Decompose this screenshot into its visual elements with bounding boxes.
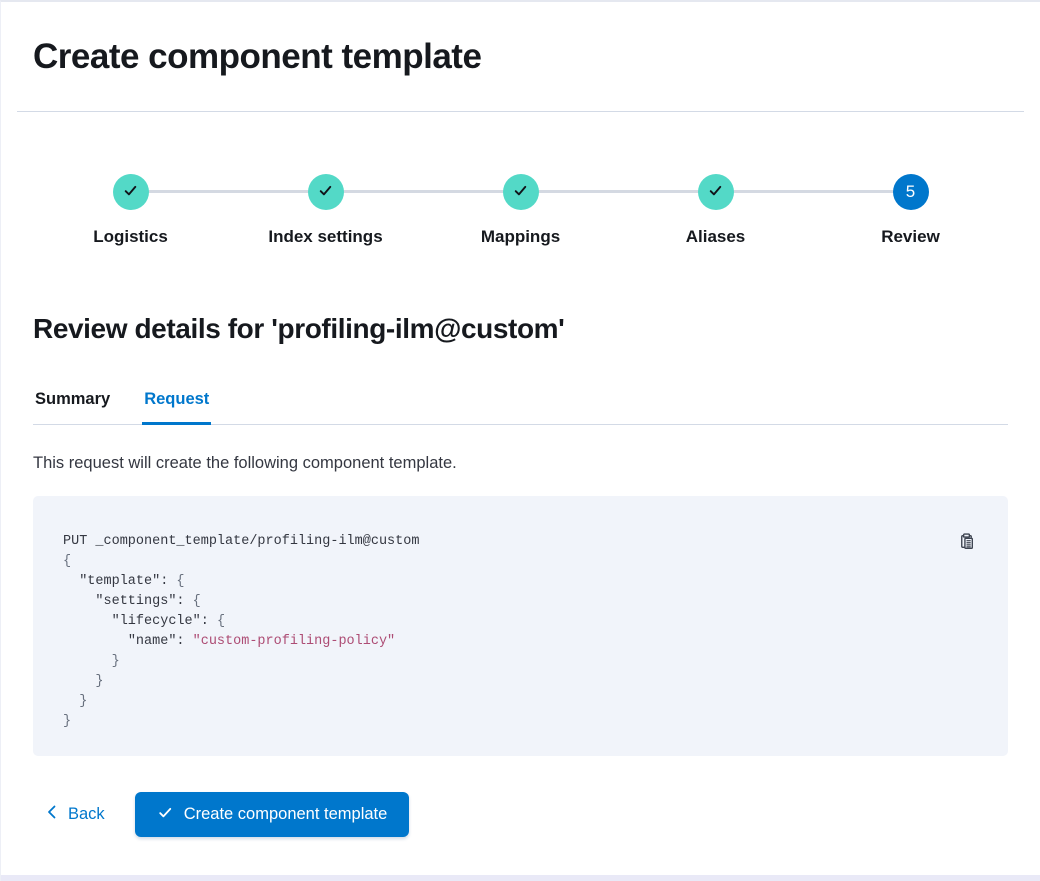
copy-to-clipboard-button[interactable] bbox=[955, 530, 978, 553]
step-index-settings[interactable]: Index settings bbox=[228, 174, 423, 256]
step-review-number: 5 bbox=[905, 182, 916, 201]
review-tabs: Summary Request bbox=[33, 390, 1008, 425]
step-aliases-circle bbox=[697, 174, 734, 210]
page-title: Create component template bbox=[33, 37, 482, 76]
copy-clipboard-icon bbox=[957, 533, 976, 554]
step-mappings[interactable]: Mappings bbox=[423, 174, 618, 256]
step-review[interactable]: 5 Review bbox=[813, 174, 1008, 256]
back-button-label: Back bbox=[68, 805, 105, 823]
step-review-label: Review bbox=[881, 227, 940, 246]
create-component-template-button-label: Create component template bbox=[183, 805, 388, 823]
bottom-edge-strip bbox=[1, 875, 1040, 881]
request-code: PUT _component_template/profiling-ilm@cu… bbox=[63, 534, 420, 729]
step-aliases-label: Aliases bbox=[685, 227, 746, 246]
check-icon bbox=[157, 804, 174, 826]
request-description: This request will create the following c… bbox=[33, 454, 457, 472]
step-review-circle: 5 bbox=[892, 174, 929, 210]
request-code-block: PUT _component_template/profiling-ilm@cu… bbox=[33, 496, 1008, 756]
check-icon bbox=[512, 182, 529, 202]
footer-actions: Back Create component template bbox=[33, 792, 1008, 837]
header-divider bbox=[17, 111, 1024, 112]
wizard-step-progress: Logistics Index settings Mappings bbox=[1, 174, 1040, 256]
check-icon bbox=[707, 182, 724, 202]
tab-request[interactable]: Request bbox=[142, 390, 212, 425]
check-icon bbox=[122, 182, 139, 202]
back-button[interactable]: Back bbox=[33, 793, 119, 837]
step-logistics-circle bbox=[112, 174, 149, 210]
review-heading: Review details for 'profiling-ilm@custom… bbox=[33, 313, 565, 344]
step-mappings-circle bbox=[502, 174, 539, 210]
check-icon bbox=[317, 182, 334, 202]
step-mappings-label: Mappings bbox=[480, 227, 561, 246]
step-logistics[interactable]: Logistics bbox=[33, 174, 228, 256]
tab-summary[interactable]: Summary bbox=[33, 390, 112, 425]
step-index-settings-circle bbox=[307, 174, 344, 210]
step-logistics-label: Logistics bbox=[93, 227, 168, 246]
create-component-template-button[interactable]: Create component template bbox=[134, 792, 410, 837]
step-aliases[interactable]: Aliases bbox=[618, 174, 813, 256]
step-index-settings-label: Index settings bbox=[268, 227, 383, 246]
chevron-left-icon bbox=[45, 804, 58, 825]
